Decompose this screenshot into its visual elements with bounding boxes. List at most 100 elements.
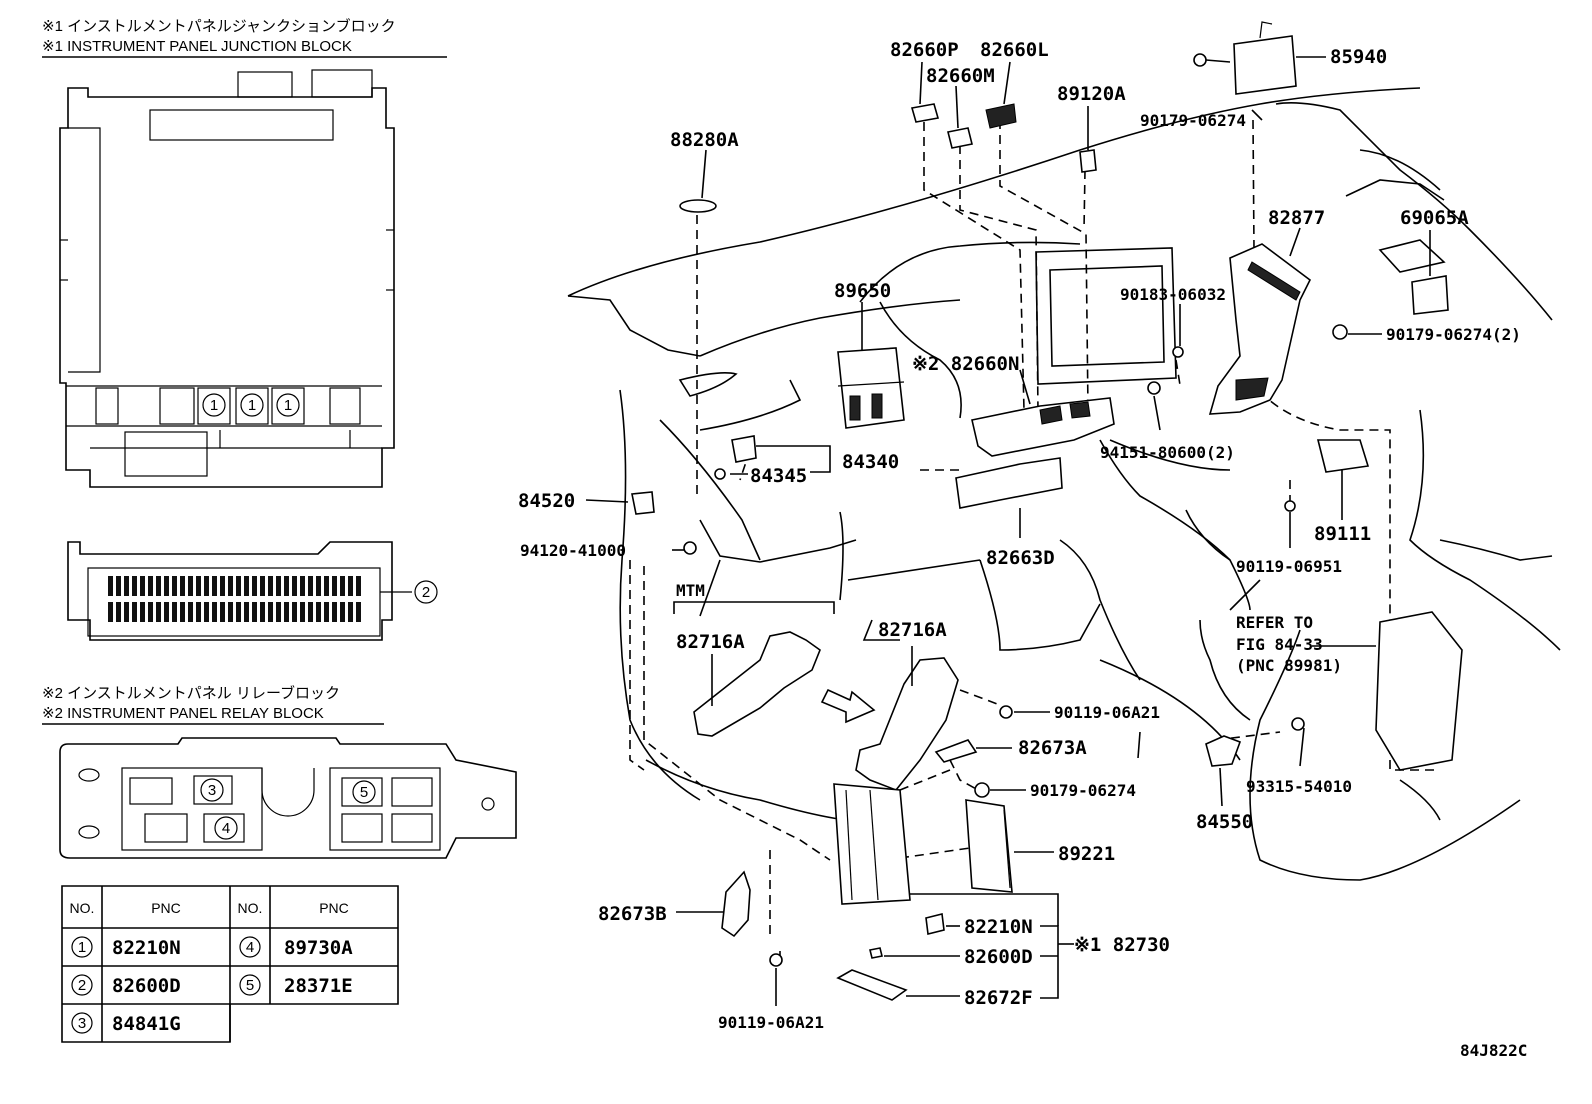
connector-pin	[276, 576, 281, 596]
label-82672F: 82672F	[964, 987, 1033, 1009]
connector-pin	[324, 602, 329, 622]
leader-lines	[585, 56, 1431, 1006]
relay-block-82660N-shape	[971, 397, 1115, 457]
relay-marker-3: 3	[200, 778, 224, 802]
label-82663D: 82663D	[986, 547, 1055, 569]
connector-pins	[108, 576, 361, 622]
table-header-pnc-2: PNC	[319, 900, 349, 916]
connector-pin	[252, 602, 257, 622]
connector-pin	[172, 602, 177, 622]
connector-pin	[284, 576, 289, 596]
relay-block-title-jp: ※2 インストルメントパネル リレーブロック	[42, 684, 340, 702]
connector-pin	[188, 576, 193, 596]
svg-text:5: 5	[360, 784, 368, 801]
junction-marker-1c: 1	[276, 393, 300, 417]
relay-82660M-shape	[947, 127, 973, 149]
svg-text:3: 3	[78, 1015, 86, 1032]
relay-marker-4: 4	[214, 816, 238, 840]
label-84550: 84550	[1196, 811, 1253, 833]
label-82600D: 82600D	[964, 946, 1033, 968]
connector-pin	[180, 602, 185, 622]
module-89981-shape	[1375, 611, 1463, 771]
connector-pin	[132, 602, 137, 622]
connector-pin	[300, 576, 305, 596]
label-82660P: 82660P	[890, 39, 959, 61]
connector-pin	[316, 576, 321, 596]
unit-89650-shape	[837, 347, 905, 429]
svg-text:4: 4	[246, 939, 254, 956]
connector-pin	[116, 602, 121, 622]
junction-block-top-view: 1 1 1	[59, 69, 395, 488]
module-85940-shape	[1233, 35, 1297, 95]
junction-marker-1a: 1	[202, 393, 226, 417]
connector-pin	[268, 602, 273, 622]
label-82673B: 82673B	[598, 903, 667, 925]
label-90119-06951: 90119-06951	[1236, 557, 1342, 576]
label-90119-06A21-right: 90119-06A21	[1054, 703, 1160, 722]
table-row: 1 82210N 4 89730A	[71, 936, 353, 959]
dashboard-outline	[567, 87, 1561, 881]
label-90179-06274-mid: 90179-06274	[1030, 781, 1136, 800]
connector-pin	[116, 576, 121, 596]
junction-marker-2: 2	[414, 580, 438, 604]
sensor-84520-shape	[631, 491, 655, 515]
connector-pin	[108, 602, 113, 622]
connector-pin	[108, 576, 113, 596]
connector-pin	[244, 576, 249, 596]
svg-text:1: 1	[78, 939, 86, 956]
connector-pin	[316, 602, 321, 622]
label-84345: 84345	[750, 465, 807, 487]
connector-pin	[156, 602, 161, 622]
connector-pin	[212, 576, 217, 596]
connector-pin	[196, 602, 201, 622]
connector-pin	[348, 602, 353, 622]
label-90179-06274-2: 90179-06274(2)	[1386, 325, 1521, 344]
svg-text:4: 4	[222, 820, 230, 837]
connector-pin	[260, 576, 265, 596]
switch-84340-shape	[731, 435, 757, 463]
bracket-82673A-shape	[934, 739, 978, 763]
label-89111: 89111	[1314, 523, 1371, 545]
connector-pin	[204, 576, 209, 596]
svg-text:1: 1	[210, 397, 218, 414]
label-82660N: ※2 82660N	[912, 353, 1019, 375]
connector-pin	[300, 602, 305, 622]
label-82210N: 82210N	[964, 916, 1033, 938]
clip-90183-shape	[1172, 346, 1184, 358]
figure-code: 84J822C	[1460, 1041, 1527, 1060]
screw-84345-shape	[714, 468, 726, 480]
screw-90119-06951-shape	[1284, 500, 1296, 512]
module-89111-shape	[1316, 439, 1370, 473]
label-82716A-right: 82716A	[878, 619, 947, 641]
connector-pin	[356, 576, 361, 596]
connector-pin	[268, 576, 273, 596]
connector-pin	[340, 576, 345, 596]
connector-pin	[204, 602, 209, 622]
connector-pin	[348, 576, 353, 596]
part-shapes	[631, 21, 1463, 1001]
label-69065A: 69065A	[1400, 207, 1469, 229]
table-cell-pnc: 82600D	[112, 975, 181, 997]
relay-82660P-shape	[910, 103, 940, 123]
junction-block-82730-shape	[833, 783, 911, 905]
connector-pin	[292, 602, 297, 622]
connector-pin	[148, 602, 153, 622]
connector-pin	[140, 602, 145, 622]
table-cell-pnc: 28371E	[284, 975, 353, 997]
relay-block-title-en: ※2 INSTRUMENT PANEL RELAY BLOCK	[42, 705, 324, 722]
clip-94120-shape	[683, 541, 697, 555]
connector-pin	[124, 602, 129, 622]
junction-marker-1b: 1	[240, 393, 264, 417]
svg-text:1: 1	[248, 397, 256, 414]
connector-pin	[228, 602, 233, 622]
connector-pin	[172, 576, 177, 596]
label-82877: 82877	[1268, 207, 1325, 229]
table-cell-pnc: 84841G	[112, 1013, 181, 1035]
connector-pin	[124, 576, 129, 596]
part-labels: 82660P 82660L 82660M 89120A 85940 90179-…	[518, 39, 1527, 1060]
connector-pin	[180, 576, 185, 596]
relay-82660L-shape	[985, 103, 1017, 129]
sensor-89120A-shape	[1079, 149, 1097, 173]
